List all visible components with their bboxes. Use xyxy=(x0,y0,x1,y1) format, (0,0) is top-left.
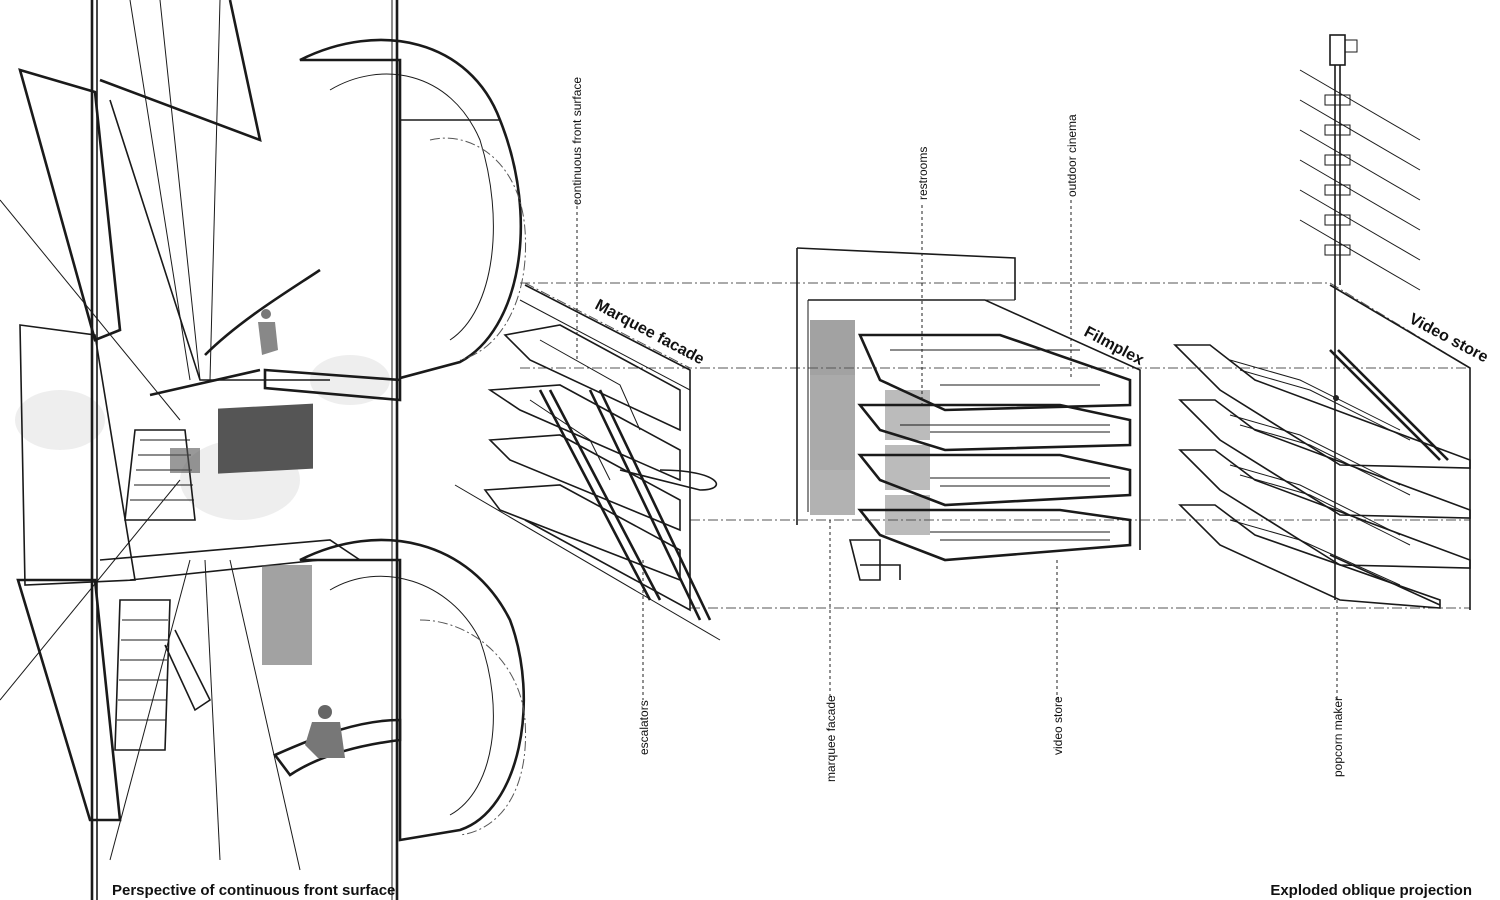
filmplex-photo-panel-2 xyxy=(810,375,855,425)
filmplex-photo-panel-4 xyxy=(810,470,855,515)
filmplex-photo-panel-3 xyxy=(810,425,855,470)
popcorn-maker-tower xyxy=(1299,34,1421,600)
filmplex-tier-3 xyxy=(857,453,1132,507)
filmplex-drawing: Filmplex xyxy=(796,247,1147,581)
marquee-facade-drawing: Marquee facade xyxy=(454,284,721,641)
title-marquee: Marquee facade xyxy=(592,297,707,369)
video-level-1 xyxy=(1173,344,1471,469)
label-continuous-front-surface: continuous front surface xyxy=(570,77,584,205)
label-outdoor-cinema: outdoor cinema xyxy=(1065,114,1079,197)
marquee-level-2 xyxy=(487,384,681,482)
photo-insert-lower xyxy=(262,565,312,665)
person-figure-upper xyxy=(261,309,271,319)
label-escalators: escalators xyxy=(637,700,651,755)
label-restrooms: restrooms xyxy=(916,147,930,200)
label-popcorn-maker: popcorn maker xyxy=(1331,697,1345,777)
caption-exploded: Exploded oblique projection xyxy=(1270,882,1472,899)
marquee-level-1 xyxy=(503,324,681,432)
video-level-2 xyxy=(1178,399,1471,519)
escalator-lower-sketch xyxy=(114,599,212,751)
alignment-guides xyxy=(520,282,1471,609)
video-store-drawing: Video store xyxy=(1173,284,1491,610)
photo-insert-upper xyxy=(218,403,313,474)
marquee-level-4 xyxy=(483,484,681,582)
label-video-store: video store xyxy=(1051,696,1065,755)
person-figure-lower xyxy=(318,705,332,719)
title-filmplex: Filmplex xyxy=(1081,324,1146,370)
caption-perspective: Perspective of continuous front surface xyxy=(112,882,395,899)
label-marquee-facade: marquee facade xyxy=(824,695,838,782)
filmplex-tier-4 xyxy=(857,508,1132,562)
marquee-level-3 xyxy=(488,434,681,532)
filmplex-tier-2 xyxy=(857,403,1132,452)
filmplex-photo-panel-1 xyxy=(810,320,855,375)
video-level-3 xyxy=(1178,449,1471,569)
perspective-drawing: Perspective of continuous front surface xyxy=(0,0,527,900)
video-level-4 xyxy=(1178,504,1441,609)
